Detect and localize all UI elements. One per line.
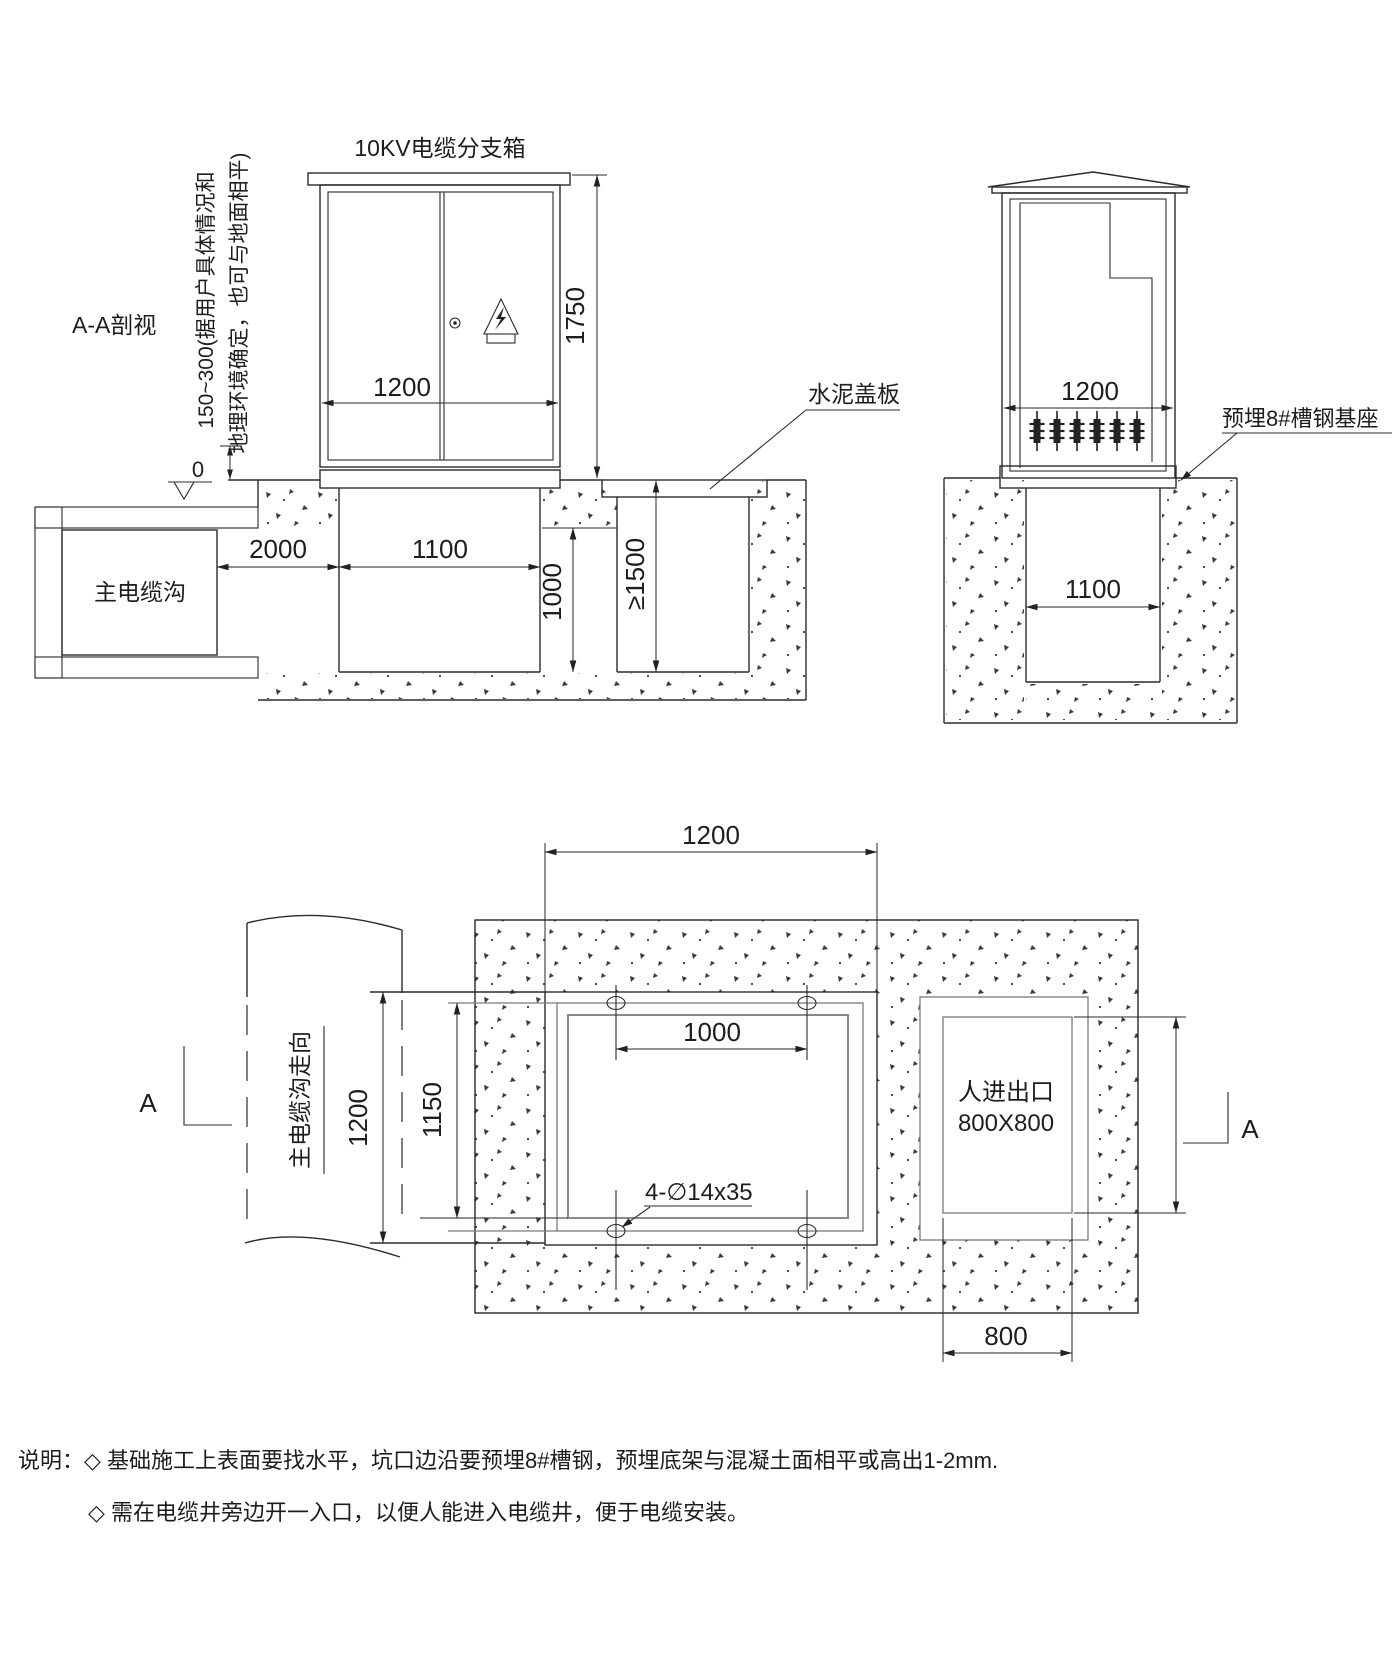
section-marker-a-right: A <box>1183 1092 1259 1144</box>
trench-direction-label: 主电缆沟走向 <box>287 1031 313 1169</box>
side-cabinet <box>987 171 1191 489</box>
main-trench: 主电缆沟 <box>34 506 259 679</box>
cement-cover-plate <box>601 479 768 498</box>
side-foundation <box>943 477 1238 724</box>
dim-inner-depth: 1000 <box>537 527 577 673</box>
base-frame-callout: 预埋8#槽钢基座 <box>1180 406 1392 481</box>
section-view-label: A-A剖视 <box>72 312 156 338</box>
frame-opening <box>567 1014 849 1219</box>
dim-trench-offset-label: 2000 <box>249 534 307 564</box>
cover-plate-callout: 水泥盖板 <box>709 381 900 490</box>
note-line-2: ◇ 需在电缆井旁边开一入口，以便人能进入电缆井，便于电缆安装。 <box>88 1500 749 1525</box>
dim-inner-depth-label: 1000 <box>537 563 567 621</box>
dim-well-depth: ≥1500 <box>620 480 660 673</box>
datum-level-label: 0 <box>192 457 204 482</box>
section-view: 10KV电缆分支箱 A-A剖视 1200 <box>34 135 900 701</box>
concrete-patch-bottom <box>260 673 749 699</box>
base-plate <box>999 465 1177 489</box>
dim-bolt-spacing: 1000 <box>615 1017 808 1053</box>
dim-cabinet-width-label: 1200 <box>373 372 431 402</box>
frame-clear-area <box>545 992 877 1245</box>
door-handle-icon <box>449 317 461 329</box>
anchor-bolts <box>1028 409 1146 453</box>
cover-plate-label: 水泥盖板 <box>808 381 900 407</box>
cabinet-plinth <box>319 469 561 489</box>
trench-outline: 主电缆沟走向 <box>244 914 403 1258</box>
concrete-patch-right <box>751 481 806 699</box>
base-frame-label: 预埋8#槽钢基座 <box>1222 406 1378 431</box>
dim-pit-width-label: 1100 <box>412 534 468 564</box>
dim-bolt-spacing-label: 1000 <box>683 1017 741 1047</box>
dim-cabinet-height-label: 1750 <box>560 287 590 345</box>
bolt-spec-label: 4-∅14x35 <box>645 1179 753 1206</box>
dim-side-pit-width: 1100 <box>1025 574 1161 611</box>
cabinet-front <box>307 172 571 489</box>
height-note-col1: 150~300(据用户具体情况和 <box>195 171 218 428</box>
dim-frame-width-label: 1200 <box>682 820 740 850</box>
section-marker-label: A <box>1241 1114 1259 1144</box>
concrete-patch-mid <box>542 488 617 528</box>
plan-view: 1200 1200 1150 1000 4-∅14x35 <box>139 820 1259 1362</box>
warning-triangle-icon <box>483 297 519 344</box>
main-trench-label: 主电缆沟 <box>94 579 186 605</box>
foundation-section <box>257 479 807 701</box>
section-marker-a-left: A <box>139 1046 232 1126</box>
section-marker-label: A <box>139 1088 157 1118</box>
datum-symbol: 0 <box>168 457 212 501</box>
manhole-label-line1: 人进出口 <box>958 1079 1054 1106</box>
dim-trench-offset: 2000 <box>216 534 340 571</box>
note-line-1: 说明：◇ 基础施工上表面要找水平，坑口边沿要预埋8#槽钢，预埋底架与混凝土面相平… <box>18 1448 998 1473</box>
dim-side-pit-width-label: 1100 <box>1065 574 1121 604</box>
dim-frame-height: 1200 <box>343 991 387 1244</box>
dim-opening-height-label: 1150 <box>417 1082 447 1138</box>
dim-cabinet-width: 1200 <box>321 372 559 407</box>
dim-cabinet-height: 1750 <box>560 174 607 479</box>
side-view: 1200 1100 预埋8#槽钢基座 <box>943 171 1392 724</box>
cabinet-title: 10KV电缆分支箱 <box>354 135 525 161</box>
notes: 说明：◇ 基础施工上表面要找水平，坑口边沿要预埋8#槽钢，预埋底架与混凝土面相平… <box>18 1448 998 1525</box>
manhole-box: 人进出口 800X800 <box>919 996 1089 1241</box>
manhole-label-line2: 800X800 <box>958 1110 1054 1137</box>
concrete-patch-left <box>260 488 339 528</box>
dim-frame-width: 1200 <box>544 820 878 992</box>
dim-pit-width: 1100 <box>338 534 541 571</box>
dim-opening-height: 1150 <box>417 1002 461 1219</box>
dim-side-width-label: 1200 <box>1061 376 1119 406</box>
dim-install-height <box>220 445 242 480</box>
dim-manhole-width: 800 <box>942 1218 1073 1362</box>
dim-frame-height-label: 1200 <box>343 1089 373 1147</box>
dim-manhole-height <box>1074 1016 1186 1214</box>
dim-manhole-width-label: 800 <box>984 1321 1027 1351</box>
bolt-spec-callout: 4-∅14x35 <box>621 1179 753 1228</box>
height-note-col2: 地理环境确定，也可与地面相平) <box>228 153 251 454</box>
manhole-clear-area <box>920 997 1088 1240</box>
dim-well-depth-label: ≥1500 <box>620 538 650 610</box>
dim-side-width: 1200 <box>1003 376 1174 412</box>
